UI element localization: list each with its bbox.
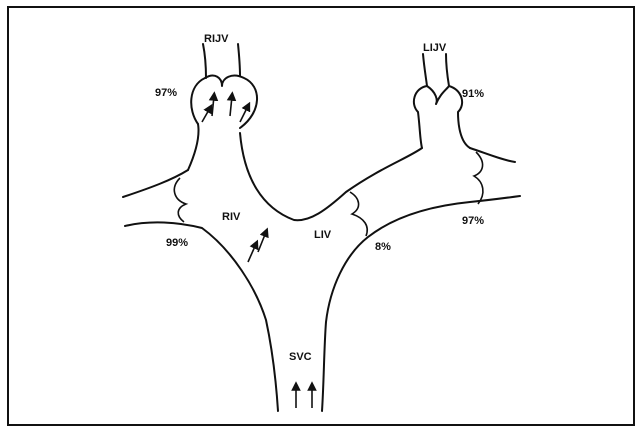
riv-label: RIV [222,211,241,223]
lijv-label: LIJV [423,42,447,54]
rijv-saturation: 97% [155,87,177,99]
left-subclavian-saturation: 97% [462,215,484,227]
lijv-saturation: 91% [462,88,484,100]
frame-border [8,7,634,425]
liv-junction-saturation: 8% [375,241,391,253]
liv-label: LIV [314,229,332,241]
svc-label: SVC [289,351,312,363]
right-subclavian-saturation: 99% [166,237,188,249]
rijv-label: RIJV [204,33,229,45]
